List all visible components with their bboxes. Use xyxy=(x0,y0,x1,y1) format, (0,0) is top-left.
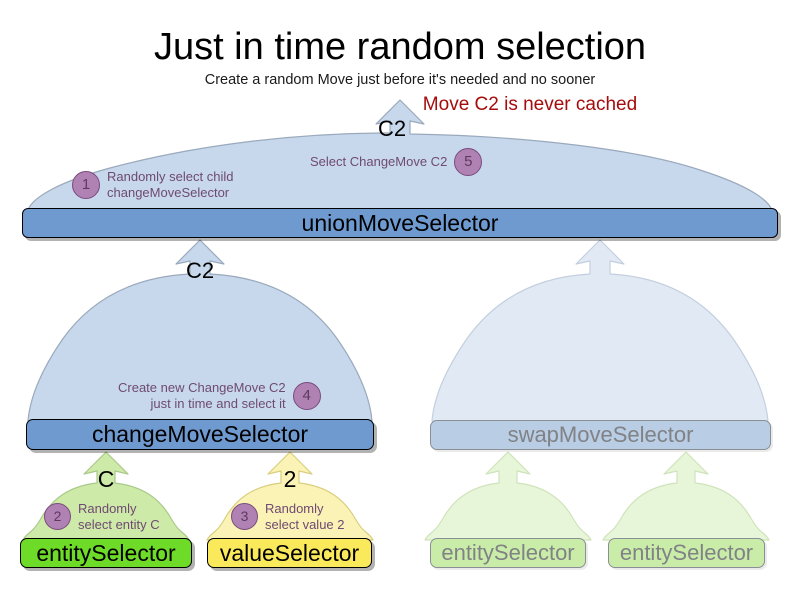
move-label-value: 2 xyxy=(283,466,297,492)
annotation-1-badge: 1 xyxy=(72,170,100,199)
arrow-swap-up xyxy=(431,239,769,422)
annotation-1: 1 Randomly select child changeMoveSelect… xyxy=(72,169,233,200)
annotation-3-text: Randomly select value 2 xyxy=(265,501,345,532)
page-title: Just in time random selection xyxy=(153,26,647,68)
annotation-4-badge: 4 xyxy=(292,381,321,410)
annotation-4-text: Create new ChangeMove C2 just in time an… xyxy=(118,380,286,411)
annotation-3-badge: 3 xyxy=(231,503,258,531)
node-entity-selector[interactable]: entitySelector xyxy=(20,538,192,568)
node-swap-entity-selector-1[interactable]: entitySelector xyxy=(430,538,586,568)
move-label-entity: C xyxy=(97,466,115,492)
node-swap-move-selector[interactable]: swapMoveSelector xyxy=(430,420,771,450)
annotation-4: Create new ChangeMove C2 just in time an… xyxy=(118,380,321,411)
annotation-1-text: Randomly select child changeMoveSelector xyxy=(107,169,234,200)
warning-note-text: Move C2 is never cached xyxy=(422,94,638,115)
annotation-5: Select ChangeMove C2 5 xyxy=(310,148,483,176)
annotation-2-text: Randomly select entity C xyxy=(78,501,160,532)
annotation-2: 2 Randomly select entity C xyxy=(44,501,160,532)
move-label-union: C2 xyxy=(377,116,407,141)
annotation-3: 3 Randomly select value 2 xyxy=(231,501,345,532)
annotation-5-badge: 5 xyxy=(454,148,483,176)
node-swap-entity-selector-2[interactable]: entitySelector xyxy=(608,538,765,568)
annotation-5-text: Select ChangeMove C2 xyxy=(310,154,448,170)
node-change-move-selector[interactable]: changeMoveSelector xyxy=(26,419,374,450)
node-union-move-selector[interactable]: unionMoveSelector xyxy=(22,208,778,238)
page-subtitle: Create a random Move just before it's ne… xyxy=(204,72,596,88)
warning-note: Move C2 is never cached xyxy=(0,94,800,116)
arrow-swap-entity-1-up xyxy=(424,451,592,541)
arrow-swap-entity-2-up xyxy=(602,451,770,541)
node-value-selector[interactable]: valueSelector xyxy=(207,538,372,568)
move-label-change: C2 xyxy=(185,258,215,283)
annotation-2-badge: 2 xyxy=(44,503,71,531)
